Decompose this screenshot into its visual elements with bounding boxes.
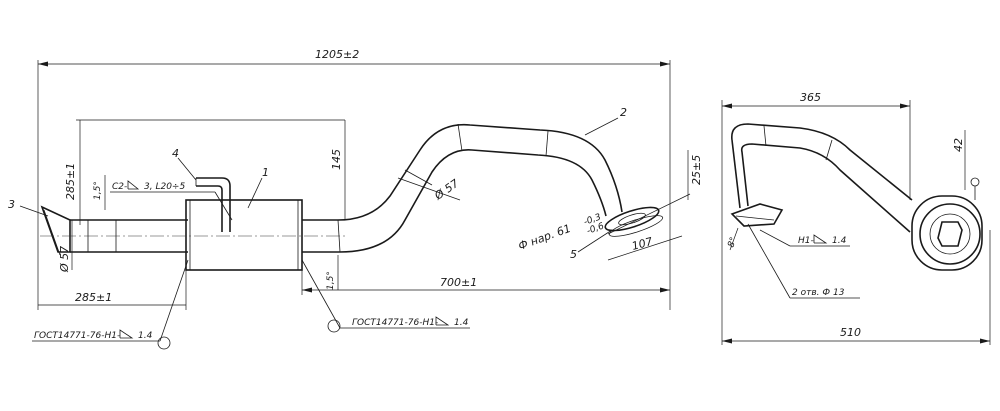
rise-label: 145	[330, 149, 343, 170]
side-holes-label: 2 отв. Ф 13	[792, 288, 845, 298]
gost-right-note: ГОСТ14771-76-Н1-	[352, 318, 438, 328]
side-pipe-bottom	[740, 143, 911, 233]
outlet-flange	[604, 206, 660, 232]
bend-seam-2	[404, 169, 433, 186]
leader-gost-right-tip	[301, 259, 341, 329]
arrow-365-right	[900, 103, 910, 109]
gost-right-size: 1.4	[454, 318, 469, 328]
weld-triangle-chamfer	[127, 180, 140, 190]
inlet-bevel	[40, 205, 71, 253]
bend-seam-1	[337, 219, 341, 253]
flange-width-label: 107	[630, 235, 654, 253]
callout-part-1: 1	[262, 166, 269, 179]
dim-line-flange-bore	[607, 193, 691, 235]
outlet-flange-bore	[618, 212, 646, 226]
muffler-body	[185, 199, 303, 271]
left-offset-bottom-label: 285±1	[75, 291, 112, 304]
side-angle-label: 8°	[726, 236, 739, 249]
muffler-end-outer	[911, 195, 983, 271]
muffler-end-ring	[919, 203, 981, 265]
bend-seam-4	[545, 130, 549, 157]
arrow-700-right	[660, 287, 670, 293]
side-seam-2	[825, 139, 833, 161]
side-height-label: 42	[952, 138, 965, 152]
arrow-510-left	[722, 338, 732, 344]
arrow-365-left	[722, 103, 732, 109]
weld-circle-left	[157, 336, 171, 350]
right-tail-label: 25±5	[690, 155, 703, 185]
arrow-510-right	[980, 338, 990, 344]
small-tube-outer	[196, 177, 231, 232]
angle-1-label: 1,5°	[93, 181, 103, 200]
arrow-700-left	[302, 287, 312, 293]
chamfer-detail-note: 3, L20÷5	[144, 182, 185, 192]
callout-part-3: 3	[8, 198, 15, 211]
leader-part-3	[19, 205, 49, 217]
callout-part-2: 2	[620, 106, 627, 119]
outlet-flange-back	[608, 215, 664, 237]
outlet-offset-label: 700±1	[440, 276, 477, 289]
leader-part-2	[584, 117, 619, 136]
muffler-end-inner	[929, 213, 971, 255]
leader-part-1	[247, 177, 263, 209]
bend-pipe-top	[302, 123, 623, 221]
side-weld-size: 1.4	[832, 236, 847, 246]
leader-chamfer-tip	[214, 191, 233, 221]
side-total-label: 510	[840, 326, 861, 339]
angle-2-label: 1,5°	[326, 271, 336, 290]
dim-line-flange-width	[607, 235, 683, 261]
front-view: 1205±2 285±1 1,5° Ø 57 285±1	[8, 48, 703, 350]
gost-left-size: 1.4	[138, 331, 153, 341]
leader-side-holes	[747, 223, 791, 299]
weld-triangle-side	[813, 234, 828, 244]
side-view: 365 510 42 8° Н1- 1.4	[721, 91, 991, 345]
leader-gost-left-tip	[159, 259, 189, 342]
leader-side-weld	[759, 229, 791, 247]
muffler-end-hanger	[970, 177, 980, 187]
chamfer-note: С2-	[112, 182, 127, 192]
dim-line-d57-bend	[397, 177, 461, 201]
bend-seam-3	[457, 123, 463, 152]
arrow-overall-right	[660, 61, 670, 67]
pipe-diameter-left-label: Ø 57	[58, 246, 71, 273]
overall-length-label: 1205±2	[315, 48, 359, 61]
weld-triangle-right	[435, 316, 450, 326]
side-pipe-top	[731, 123, 913, 201]
side-flange-face	[735, 215, 775, 221]
side-seam-1	[763, 125, 767, 147]
leader-part-5	[577, 229, 613, 253]
weld-triangle-left	[119, 329, 134, 339]
side-pipe-left-edge	[731, 139, 741, 209]
leader-part-4	[177, 157, 197, 181]
arrow-overall-left	[38, 61, 48, 67]
muffler-end-core	[937, 221, 963, 247]
side-width-label: 365	[800, 91, 821, 104]
gost-left-note: ГОСТ14771-76-Н1-	[34, 331, 120, 341]
inlet-bevel-edge	[43, 209, 61, 256]
weld-circle-right	[327, 319, 341, 333]
side-flange	[730, 203, 784, 227]
dim-angle-side	[729, 227, 739, 251]
left-offset-top-label: 285±1	[64, 163, 77, 200]
small-tube-inner	[196, 185, 223, 232]
side-weld-note: Н1-	[798, 236, 814, 246]
bend-pipe-bottom	[302, 149, 607, 253]
callout-part-4: 4	[172, 147, 179, 160]
callout-part-5: 5	[570, 248, 577, 261]
flange-bore-label: Ф нар. 61	[517, 222, 573, 253]
